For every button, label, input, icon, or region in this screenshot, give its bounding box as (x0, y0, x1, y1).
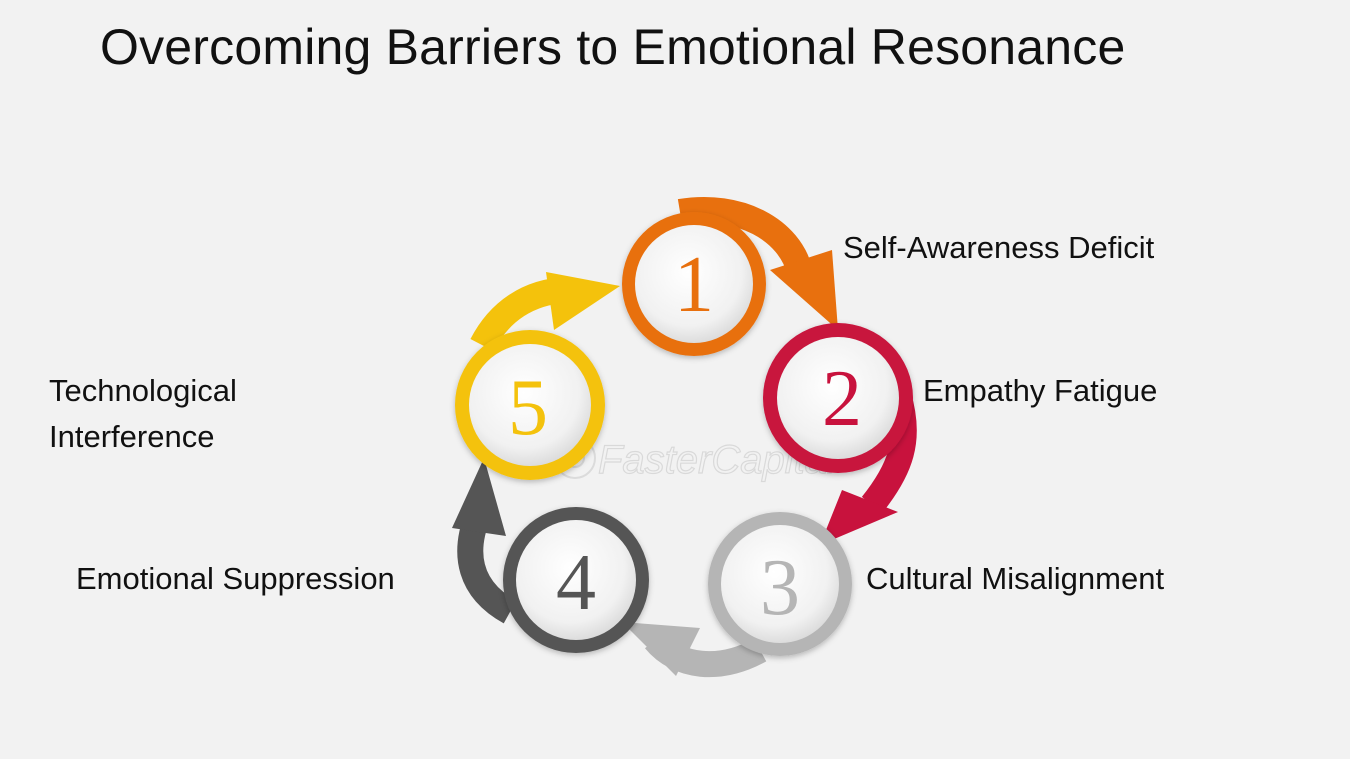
step-1-number: 1 (674, 241, 714, 329)
step-5-node: 5 (455, 330, 605, 480)
step-3-label: Cultural Misalignment (866, 561, 1165, 596)
arrow-3-to-4 (622, 622, 767, 678)
page-title: Overcoming Barriers to Emotional Resonan… (100, 19, 1126, 75)
step-3-number: 3 (760, 544, 800, 632)
step-5-number: 5 (508, 364, 548, 452)
step-4-label: Emotional Suppression (76, 561, 395, 596)
arrow-5-to-1 (470, 272, 620, 352)
step-2-node: 2 (763, 323, 913, 473)
step-5-label-line-1: Technological (49, 373, 237, 408)
step-2-number: 2 (822, 355, 862, 443)
step-4-number: 4 (556, 539, 596, 627)
step-5-label-line-2: Interference (49, 419, 215, 454)
arrow-4-to-5 (452, 458, 517, 624)
step-3-node: 3 (708, 512, 852, 656)
arrow-1-to-2 (677, 197, 838, 330)
step-5-label: Technological Interference (49, 368, 237, 460)
step-1-node: 1 (622, 212, 766, 356)
step-2-label: Empathy Fatigue (923, 373, 1158, 408)
step-1-label: Self-Awareness Deficit (843, 230, 1155, 265)
step-4-node: 4 (503, 507, 649, 653)
